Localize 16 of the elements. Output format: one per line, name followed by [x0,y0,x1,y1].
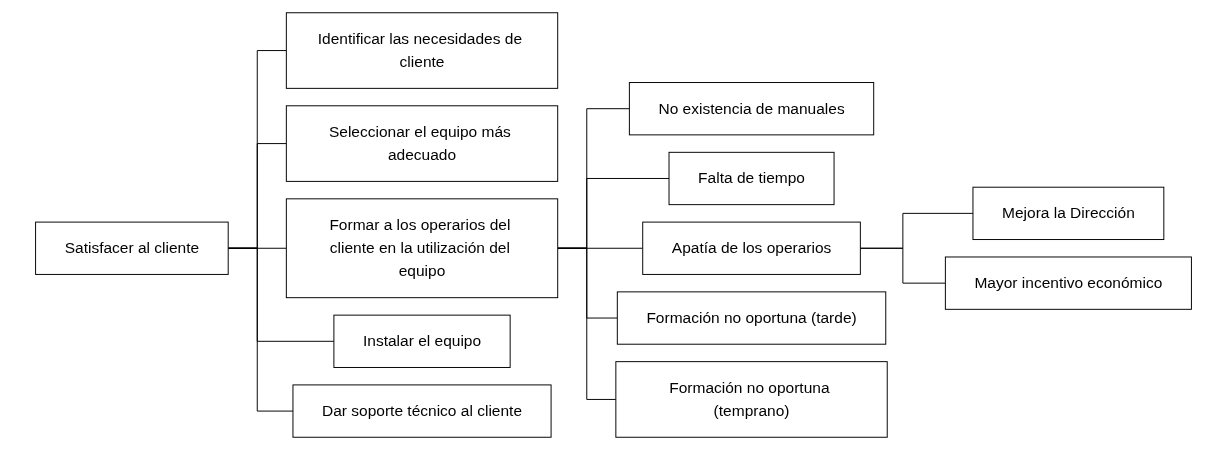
connector [859,247,946,284]
node-box: Formar a los operarios del cliente en la utilización del equipo [285,198,559,299]
node-box: Mayor incentivo económico [944,256,1192,310]
node-box: Falta de tiempo [668,151,835,206]
node-box: Dar soporte técnico al cliente [292,384,552,438]
node-box: Formación no oportuna (tarde) [616,291,887,345]
node-box: No existencia de manuales [628,82,875,136]
connector [557,247,617,400]
node-box: Mejora la Dirección [972,186,1165,241]
node-box: Formación no oportuna (temprano) [615,361,888,438]
node-box: Instalar el equipo [333,314,511,368]
node-box: Apatía de los operarios [642,221,861,275]
node-box: Identificar las necesidades de cliente [285,12,559,89]
connector [227,247,294,412]
node-box: Satisfacer al cliente [35,221,229,275]
node-box: Seleccionar el equipo más adecuado [285,105,559,182]
